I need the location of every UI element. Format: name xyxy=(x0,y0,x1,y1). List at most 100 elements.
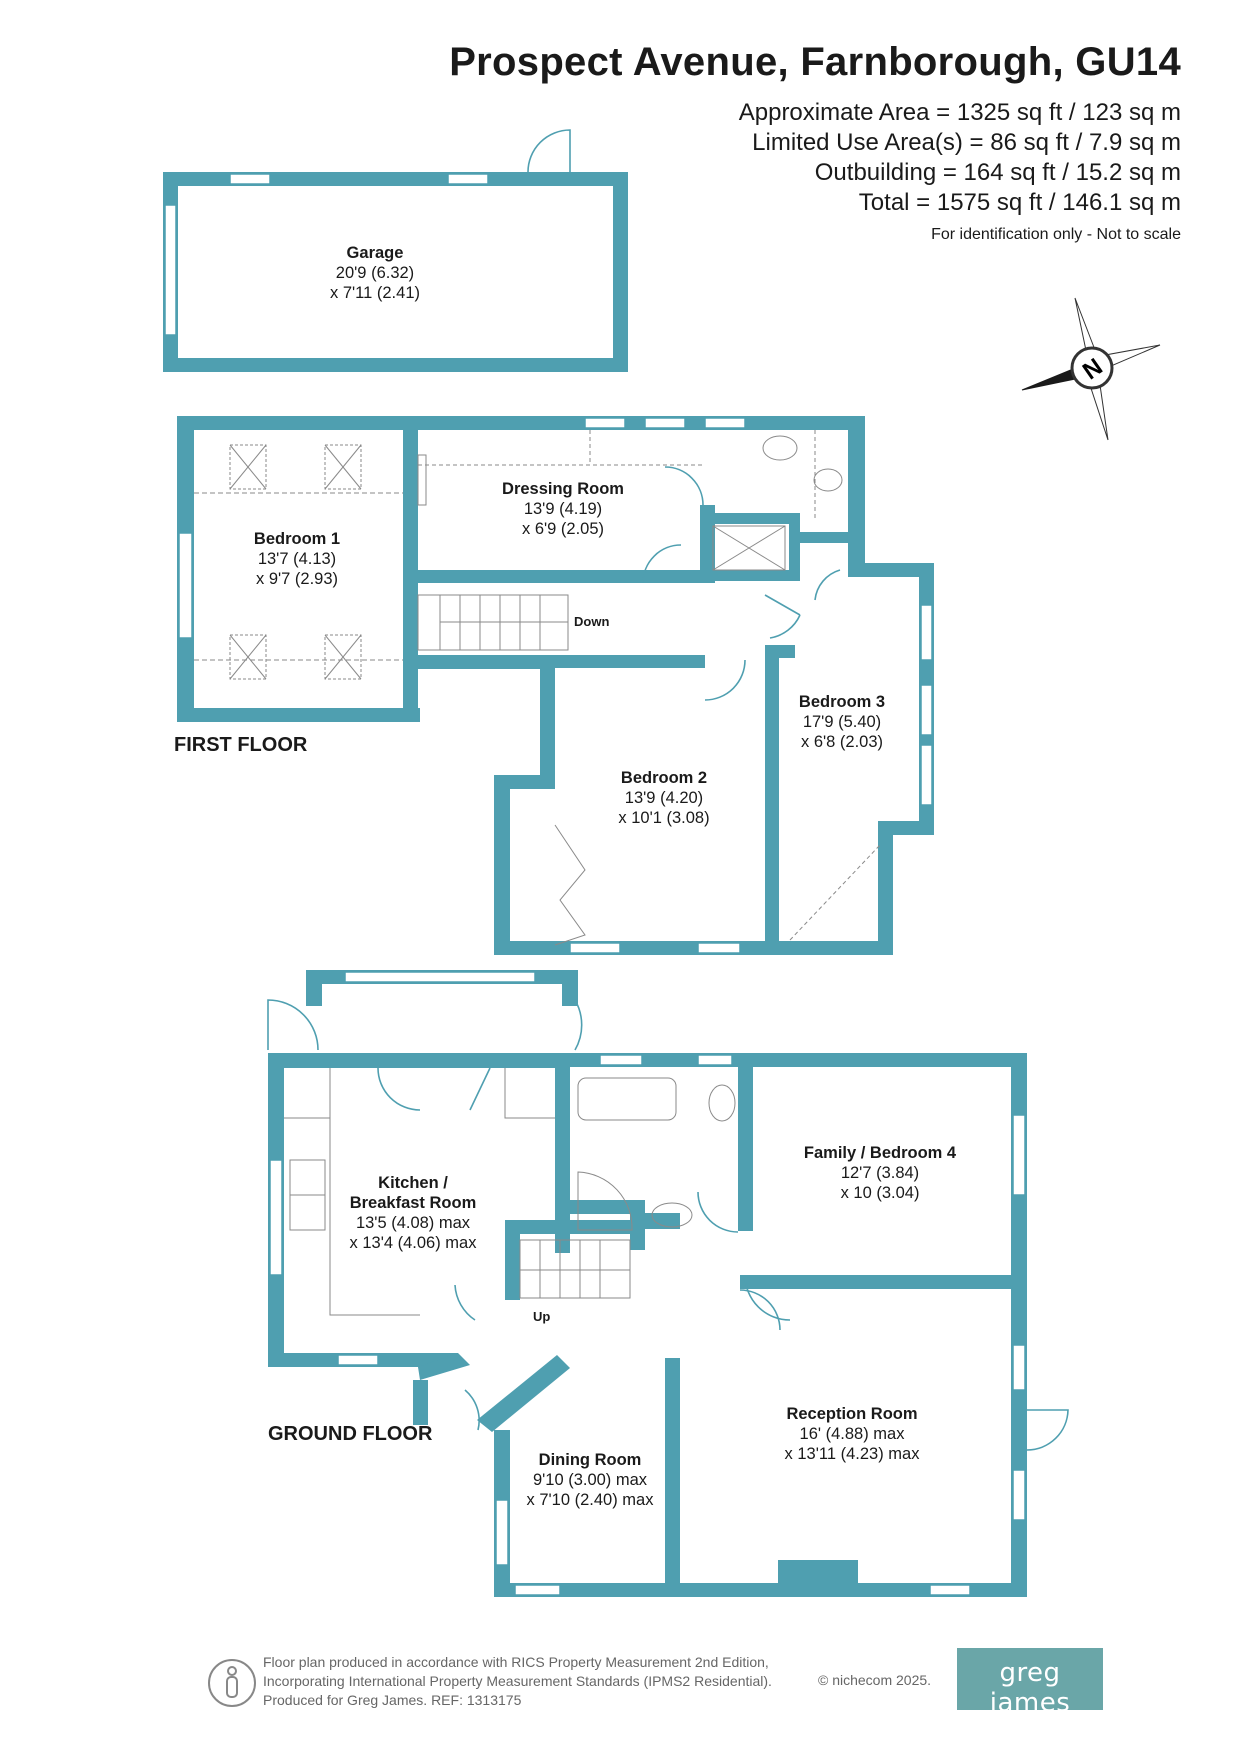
window xyxy=(920,604,933,661)
window xyxy=(269,1159,283,1276)
room-name: Bedroom 2 xyxy=(620,769,708,787)
wall xyxy=(700,570,800,581)
skylight xyxy=(324,444,362,490)
copyright: © nichecom 2025. xyxy=(818,1672,932,1688)
wall xyxy=(403,655,553,669)
window xyxy=(599,1054,643,1066)
window xyxy=(697,942,741,954)
door-swing xyxy=(814,569,841,601)
washbasin xyxy=(762,435,798,461)
compass-rose: N xyxy=(1021,297,1161,441)
wall xyxy=(540,655,705,668)
footer-line: Produced for Greg James. REF: 1313175 xyxy=(263,1692,522,1708)
doors xyxy=(267,129,1069,1451)
wall xyxy=(765,645,795,658)
wall xyxy=(177,416,865,430)
room-name: Reception Room xyxy=(786,1405,918,1423)
room-dim: 9'10 (3.00) max xyxy=(532,1471,648,1489)
wall xyxy=(403,570,703,583)
wall xyxy=(778,1560,858,1584)
wardrobe-rail xyxy=(417,454,427,506)
shower-tray xyxy=(712,525,786,571)
window xyxy=(1012,1469,1026,1521)
measurement-person-icon xyxy=(208,1659,256,1707)
wall xyxy=(878,821,893,955)
room-dim: 13'5 (4.08) max xyxy=(355,1214,471,1232)
wall xyxy=(613,172,628,372)
door-swing xyxy=(744,1274,791,1321)
door-swing xyxy=(664,466,704,506)
bath xyxy=(577,1077,677,1121)
room-name: Breakfast Room xyxy=(349,1194,477,1212)
wall xyxy=(555,1053,570,1253)
area-approx: Approximate Area = 1325 sq ft / 123 sq m xyxy=(738,99,1181,126)
window xyxy=(229,173,271,185)
logo-text: greg james xyxy=(989,1658,1071,1718)
wall xyxy=(540,655,555,789)
wall xyxy=(645,1213,680,1229)
door-swing xyxy=(464,1389,480,1431)
room-bedroom-3: Bedroom 3 17'9 (5.40) x 6'8 (2.03) xyxy=(799,692,885,752)
window xyxy=(447,173,489,185)
staircase xyxy=(519,1239,631,1299)
window xyxy=(920,684,933,736)
room-name: Dining Room xyxy=(538,1451,642,1469)
footer-line: Incorporating International Property Mea… xyxy=(263,1673,772,1689)
room-dim: 13'9 (4.20) xyxy=(624,789,704,807)
wall xyxy=(765,645,779,955)
wall xyxy=(665,1358,680,1597)
room-dim: 12'7 (3.84) xyxy=(840,1164,920,1182)
door-swing xyxy=(1026,1409,1069,1451)
room-kitchen: Kitchen / Breakfast Room 13'5 (4.08) max… xyxy=(350,1173,477,1253)
room-dim: x 9'7 (2.93) xyxy=(255,570,339,588)
window xyxy=(697,1054,733,1066)
wall xyxy=(494,1583,1027,1597)
room-name: Dressing Room xyxy=(502,480,624,498)
door-swing xyxy=(764,594,801,616)
window xyxy=(584,417,626,429)
room-family-bedroom-4: Family / Bedroom 4 12'7 (3.84) x 10 (3.0… xyxy=(804,1143,956,1203)
wall xyxy=(700,513,800,524)
room-bedroom-1: Bedroom 1 13'7 (4.13) x 9'7 (2.93) xyxy=(254,529,340,589)
window xyxy=(164,204,177,336)
logo-subtext: estate agents xyxy=(999,1716,1061,1726)
wall xyxy=(740,1275,1027,1289)
washbasin xyxy=(651,1202,693,1228)
walls xyxy=(163,172,1027,1597)
fixtures xyxy=(194,430,881,1316)
wall xyxy=(789,532,865,543)
room-dim: x 10'1 (3.08) xyxy=(618,809,710,827)
shower xyxy=(577,1171,633,1231)
window xyxy=(337,1354,379,1366)
wall xyxy=(494,775,510,955)
worktop xyxy=(284,1068,420,1316)
window xyxy=(178,532,193,639)
wall xyxy=(163,172,628,186)
wall xyxy=(848,416,865,568)
door-swing xyxy=(377,1067,421,1111)
wall xyxy=(738,1053,753,1231)
wall xyxy=(306,970,322,1006)
door-swing xyxy=(642,544,682,584)
window xyxy=(929,1584,971,1596)
wall xyxy=(494,941,893,955)
area-limited-use: Limited Use Area(s) = 86 sq ft / 7.9 sq … xyxy=(752,129,1181,156)
wall xyxy=(789,513,800,581)
window xyxy=(1012,1114,1026,1196)
scale-note: For identification only - Not to scale xyxy=(931,226,1181,243)
door-swing xyxy=(469,1067,491,1111)
room-dim: x 6'8 (2.03) xyxy=(800,733,884,751)
window xyxy=(344,971,536,983)
footer-line: Floor plan produced in accordance with R… xyxy=(263,1654,769,1670)
wall xyxy=(562,970,578,1006)
room-dim: x 10 (3.04) xyxy=(840,1184,920,1202)
room-dim: x 7'10 (2.40) max xyxy=(526,1491,654,1509)
room-dressing-room: Dressing Room 13'9 (4.19) x 6'9 (2.05) xyxy=(502,479,624,539)
room-reception: Reception Room 16' (4.88) max x 13'11 (4… xyxy=(785,1404,920,1464)
window xyxy=(920,744,933,806)
wall xyxy=(477,1355,570,1432)
ground-floor-label: GROUND FLOOR xyxy=(268,1423,433,1445)
window xyxy=(704,417,746,429)
room-name: Kitchen / xyxy=(378,1174,448,1192)
